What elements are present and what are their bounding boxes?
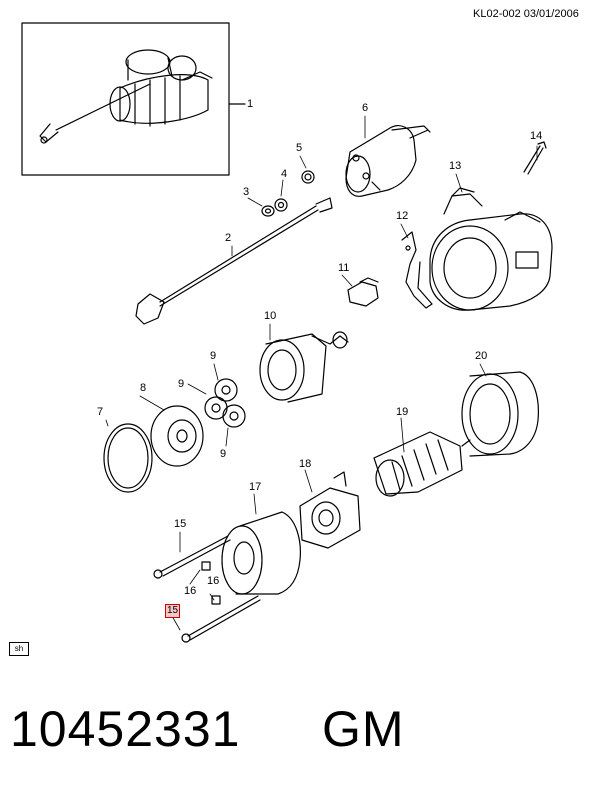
callout-16-left: 16 bbox=[184, 585, 197, 597]
parts-3-4-5-nuts-washers bbox=[261, 170, 315, 217]
document-reference: KL02-002 03/01/2006 bbox=[473, 8, 579, 20]
callout-7: 7 bbox=[97, 406, 104, 418]
callout-9-left: 9 bbox=[178, 378, 185, 390]
callout-3: 3 bbox=[243, 186, 250, 198]
callout-16-right: 16 bbox=[207, 575, 220, 587]
callout-9-top: 9 bbox=[210, 350, 217, 362]
callout-6: 6 bbox=[362, 102, 369, 114]
callout-18: 18 bbox=[299, 458, 312, 470]
part-17-end-cover bbox=[221, 511, 301, 595]
callout-2: 2 bbox=[225, 232, 232, 244]
inset-assembled-starter bbox=[21, 22, 246, 176]
part-10-drive-assembly bbox=[259, 331, 349, 403]
part-6-solenoid bbox=[345, 125, 431, 197]
callout-10: 10 bbox=[264, 310, 277, 322]
brand-name: GM bbox=[322, 701, 405, 757]
callout-4: 4 bbox=[281, 168, 288, 180]
part-9-planet-gears bbox=[204, 378, 246, 428]
callout-20: 20 bbox=[475, 350, 488, 362]
leader-lines bbox=[105, 115, 538, 631]
part-number: 10452331 bbox=[10, 701, 241, 757]
callout-14: 14 bbox=[530, 130, 543, 142]
callout-5: 5 bbox=[296, 142, 303, 154]
sh-label-box: sh bbox=[9, 642, 29, 656]
callout-15-highlighted: 15 bbox=[165, 604, 181, 618]
callout-8: 8 bbox=[140, 382, 147, 394]
part-11-bracket bbox=[347, 277, 379, 307]
callout-17: 17 bbox=[249, 481, 262, 493]
callout-1: 1 bbox=[247, 98, 254, 110]
part-2-connector-rod bbox=[135, 197, 333, 325]
callout-13: 13 bbox=[449, 160, 462, 172]
callout-19: 19 bbox=[396, 406, 409, 418]
callout-11: 11 bbox=[338, 262, 350, 274]
callout-15-upper: 15 bbox=[174, 518, 187, 530]
part-8-plate bbox=[150, 405, 204, 467]
part-14-bolt bbox=[523, 141, 547, 175]
part-18-brush-holder bbox=[299, 471, 361, 549]
part-7-o-ring bbox=[103, 423, 153, 493]
part-12-shift-fork bbox=[401, 231, 433, 309]
parts-15-16-bolts-screws bbox=[153, 535, 261, 643]
part-19-armature bbox=[373, 431, 471, 497]
callout-12: 12 bbox=[396, 210, 409, 222]
callout-9-bottom: 9 bbox=[220, 448, 227, 460]
part-13-drive-housing bbox=[429, 187, 553, 311]
part-20-field-housing bbox=[461, 371, 539, 457]
